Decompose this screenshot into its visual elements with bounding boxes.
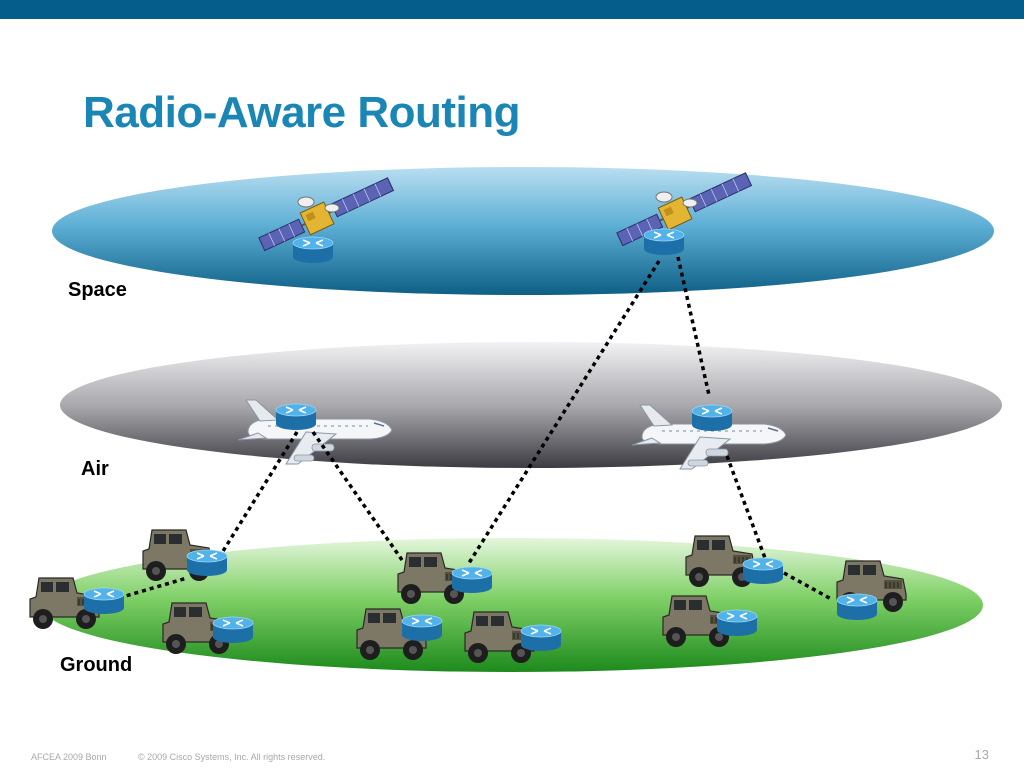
router-icon (836, 593, 878, 621)
page-number: 13 (974, 747, 989, 762)
router-icon (520, 624, 562, 652)
router-icon (212, 616, 254, 644)
router-icon (742, 557, 784, 585)
slide-title: Radio-Aware Routing (83, 88, 521, 137)
router-icon (716, 609, 758, 637)
radio-link (725, 455, 767, 559)
router-icon (401, 614, 443, 642)
router-icon (83, 587, 125, 615)
router-icon (451, 566, 493, 594)
ground-layer-label: Ground (60, 654, 133, 676)
router-icon (691, 404, 733, 432)
footer-copyright: © 2009 Cisco Systems, Inc. All rights re… (138, 752, 326, 762)
router-icon (275, 403, 317, 431)
footer-event: AFCEA 2009 Bonn (31, 752, 107, 762)
radio-link (467, 260, 661, 564)
space-layer (52, 167, 994, 295)
air-layer (60, 342, 1002, 468)
radio-link (218, 431, 299, 557)
air-layer-label: Air (81, 458, 109, 480)
radio-links (118, 256, 834, 602)
router-icon (292, 236, 334, 264)
header-bar (0, 0, 1024, 19)
radio-link (783, 571, 834, 602)
radio-link (118, 576, 188, 600)
space-layer-label: Space (68, 279, 127, 301)
router-icon (186, 549, 228, 577)
radio-link (311, 431, 404, 561)
router-icon (643, 228, 685, 256)
